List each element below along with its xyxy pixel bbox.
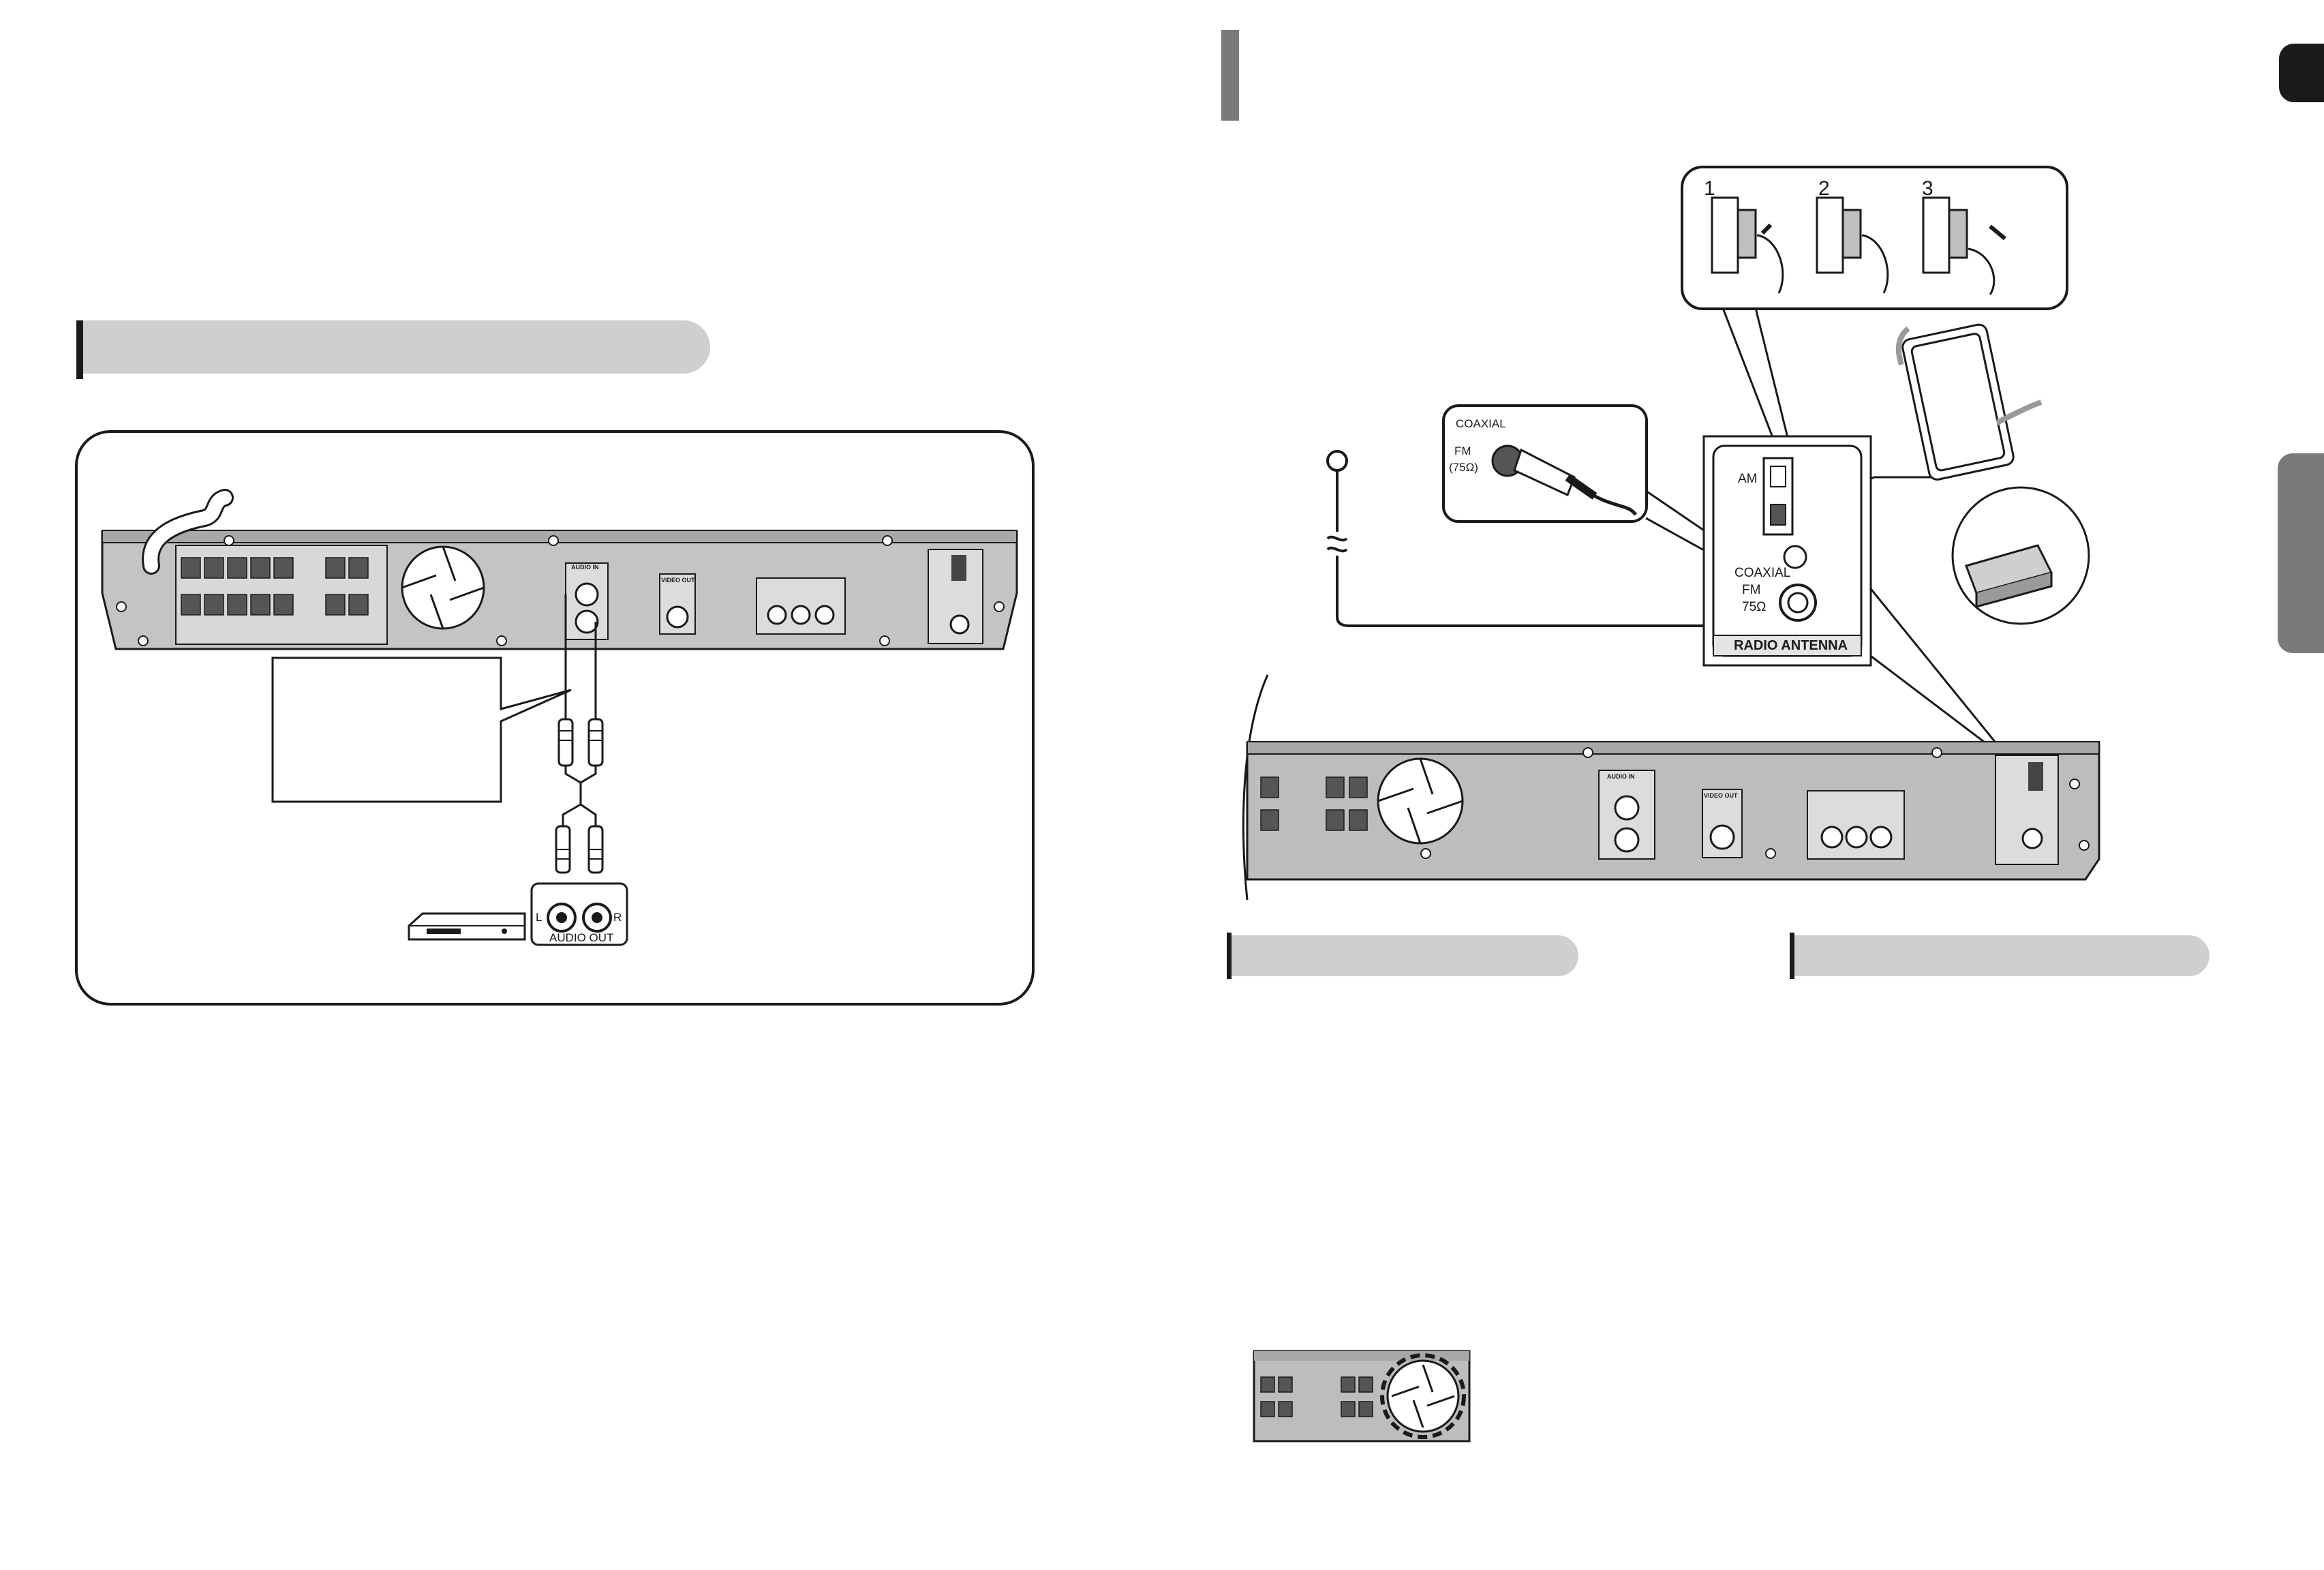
video-out-label-right: VIDEO OUT bbox=[1704, 792, 1738, 799]
fm-panel-label: FM bbox=[1742, 583, 1761, 597]
page-tab bbox=[2279, 44, 2324, 102]
audio-connection-diagram bbox=[75, 430, 1035, 1006]
audio-out-label: AUDIO OUT bbox=[549, 931, 614, 944]
step-3-label: 3 bbox=[1922, 177, 1933, 200]
subsection-header-accent-fm bbox=[1227, 933, 1232, 979]
coaxial-callout-label: COAXIAL bbox=[1456, 417, 1506, 430]
am-panel-label: AM bbox=[1738, 472, 1758, 486]
fm-ohm-callout-label: (75Ω) bbox=[1449, 461, 1478, 474]
channel-r-label: R bbox=[613, 911, 622, 924]
step-1-label: 1 bbox=[1704, 177, 1715, 200]
audio-in-label: AUDIO IN bbox=[571, 564, 599, 571]
main-unit-rear-panel-right bbox=[1242, 674, 2100, 901]
section-side-tab bbox=[2278, 453, 2324, 653]
subsection-header-accent-am bbox=[1790, 933, 1794, 979]
fan-detail-thumbnail bbox=[1253, 1350, 1471, 1443]
subsection-header-bar-fm bbox=[1227, 935, 1578, 976]
ohm-panel-label: 75Ω bbox=[1742, 600, 1767, 614]
fm-callout-label: FM bbox=[1454, 444, 1471, 457]
chapter-marker bbox=[1221, 30, 1239, 121]
coaxial-panel-label: COAXIAL bbox=[1734, 566, 1791, 580]
section-header-bar bbox=[76, 320, 710, 374]
am-loop-antenna bbox=[1895, 323, 2043, 481]
section-header-accent bbox=[76, 320, 83, 379]
video-out-label: VIDEO OUT bbox=[661, 577, 695, 584]
step-illustrations bbox=[1711, 196, 2006, 295]
step-2-label: 2 bbox=[1818, 177, 1830, 200]
subsection-header-bar-am bbox=[1790, 935, 2210, 976]
audio-in-label-right: AUDIO IN bbox=[1607, 773, 1635, 780]
antenna-connection-diagram bbox=[1242, 166, 2100, 901]
radio-antenna-label: RADIO ANTENNA bbox=[1734, 638, 1848, 653]
channel-l-label: L bbox=[536, 911, 542, 924]
main-unit-rear-panel bbox=[101, 489, 1018, 650]
